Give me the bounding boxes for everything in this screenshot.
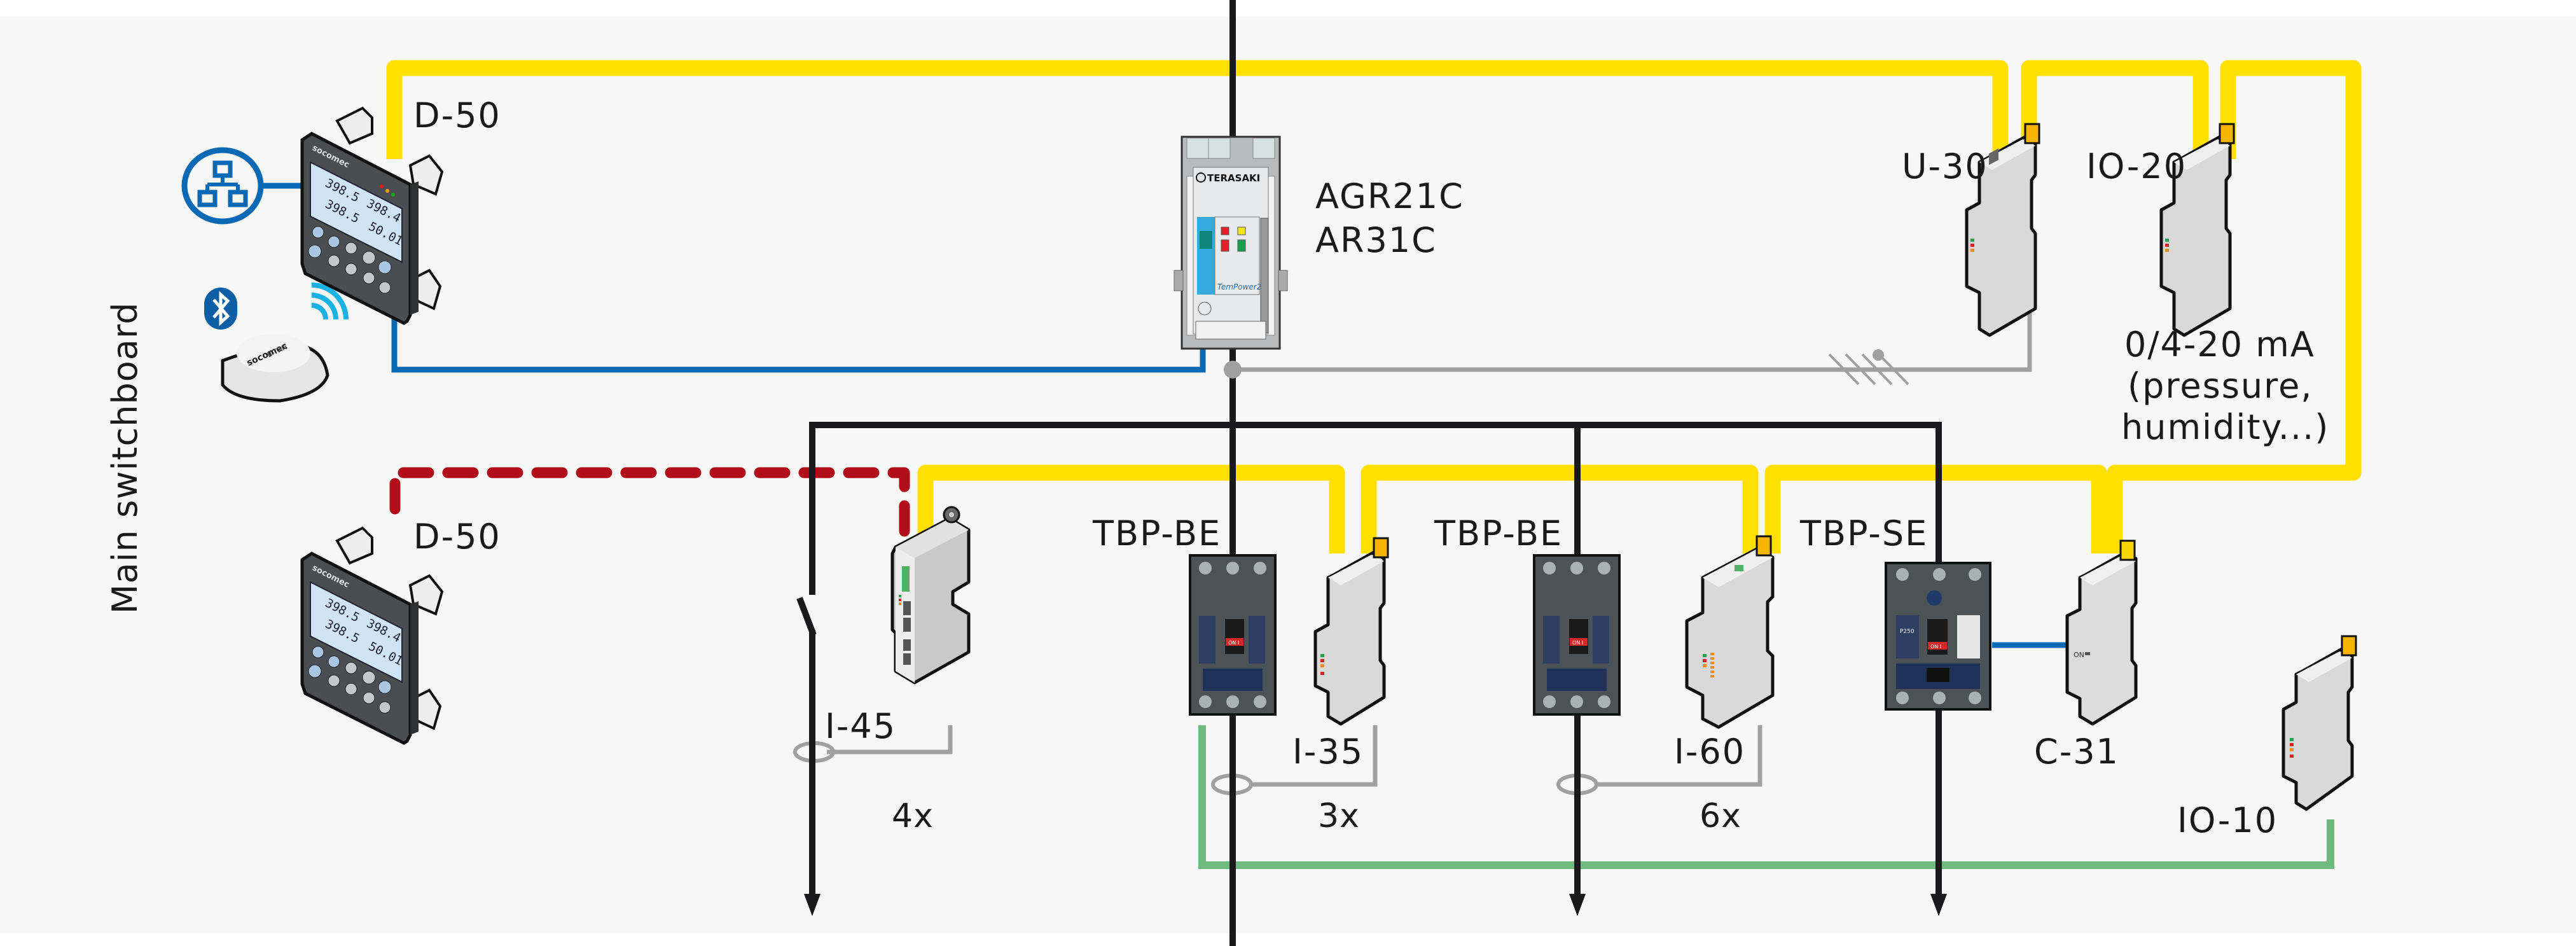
tbp-be-2-switch: ON I — [1572, 640, 1583, 646]
c31-module[interactable]: ON — [2065, 539, 2138, 726]
io20-note-1: 0/4-20 mA — [2124, 324, 2315, 365]
temperature-probe-dot — [1873, 349, 1884, 361]
modbus-line-i35-i60 — [1361, 464, 1759, 553]
wifi-icon — [311, 282, 349, 320]
d50-display-bottom[interactable]: socomec 398.5 398.4 398.5 50.01 — [300, 526, 444, 745]
c31-led — [2085, 652, 2090, 655]
main-switchboard-title: Main switchboard — [105, 302, 145, 614]
ct-line-i35 — [1252, 725, 1378, 787]
modbus-line-d50-u30 — [386, 60, 2009, 159]
d50-keypad[interactable] — [308, 226, 392, 294]
acb-button-green[interactable] — [1237, 239, 1246, 252]
tbp-be-breaker-1[interactable]: ON I — [1189, 554, 1277, 716]
i45-module[interactable] — [890, 506, 971, 685]
tbp-se-rating: P250 — [1900, 629, 1915, 635]
i60-module[interactable] — [1685, 535, 1775, 729]
u30-label: U-30 — [1902, 146, 1988, 186]
btrh-sensor: socomec B-TRH — [221, 334, 329, 403]
io20-note-2: (pressure, — [2128, 366, 2313, 406]
ct-line-i45 — [827, 725, 953, 755]
acb-led-red-1 — [1221, 226, 1229, 235]
modbus-line-u30-io20 — [2021, 60, 2209, 159]
c31-led-label: ON — [2074, 651, 2084, 659]
wireless-link-d50-i45 — [389, 467, 910, 559]
acb-led-yellow — [1237, 226, 1246, 235]
analog-line-bus-u30 — [1233, 305, 2032, 372]
tbp-se-breaker[interactable]: P250 ON I — [1885, 562, 1991, 711]
acb-button-red[interactable] — [1221, 239, 1229, 252]
tbp-se-switch: ON I — [1930, 644, 1941, 650]
acb-product: TemPower2 — [1217, 282, 1261, 291]
feeder-arrow-1 — [804, 894, 821, 916]
acb-label-2: AR31C — [1315, 220, 1437, 260]
i35-module[interactable] — [1313, 537, 1389, 726]
i35-count: 3x — [1318, 797, 1360, 835]
multi-conductor-hash — [1828, 353, 1909, 386]
led-alarm — [380, 184, 384, 188]
io20-module[interactable] — [2159, 123, 2235, 337]
acb-label-1: AGR21C — [1315, 176, 1464, 216]
modbus-line-i45-i35 — [917, 464, 1345, 553]
led-com — [385, 189, 389, 193]
io20-label: IO-20 — [2086, 146, 2187, 186]
disconnect-switch-blade — [796, 597, 817, 636]
bluetooth-icon — [204, 288, 237, 330]
d50-top-label: D-50 — [413, 95, 501, 136]
tbp-be-1-label: TBP-BE — [1092, 513, 1221, 553]
d50-screen — [310, 161, 403, 263]
io10-module[interactable] — [2282, 635, 2357, 811]
u30-module[interactable] — [1965, 123, 2040, 337]
tbp-be-2-label: TBP-BE — [1434, 513, 1563, 553]
tbp-be-breaker-2[interactable]: ON I — [1533, 554, 1621, 716]
io20-note-3: humidity...) — [2121, 407, 2329, 447]
i45-label: I-45 — [825, 706, 896, 746]
tbp-se-label: TBP-SE — [1799, 513, 1928, 553]
d50-display-top[interactable]: socomec 398.5 398.4 398.5 50.01 — [300, 106, 444, 325]
d50-bottom-label: D-50 — [413, 517, 501, 557]
digital-line-tbpbe-io10 — [1198, 725, 2334, 869]
acb-breaker[interactable]: TERASAKI TemPower2 — [1174, 136, 1288, 350]
ct-line-i60 — [1596, 725, 1762, 787]
modbus-line-io20-down — [2107, 60, 2362, 553]
acb-brand: TERASAKI — [1207, 172, 1260, 184]
feeder-arrow-2 — [1569, 894, 1586, 916]
i60-label: I-60 — [1674, 732, 1745, 772]
bus-junction-dot — [1224, 361, 1242, 379]
io10-label: IO-10 — [2177, 800, 2278, 840]
c31-label: C-31 — [2034, 732, 2119, 772]
analog-wiring — [827, 305, 2032, 787]
network-icon — [181, 147, 264, 225]
i45-count: 4x — [892, 797, 934, 835]
led-on — [391, 193, 395, 197]
i35-label: I-35 — [1292, 732, 1364, 772]
i60-count: 6x — [1700, 797, 1742, 835]
tbp-be-1-switch: ON I — [1228, 640, 1239, 646]
feeder-arrow-3 — [1930, 894, 1947, 916]
